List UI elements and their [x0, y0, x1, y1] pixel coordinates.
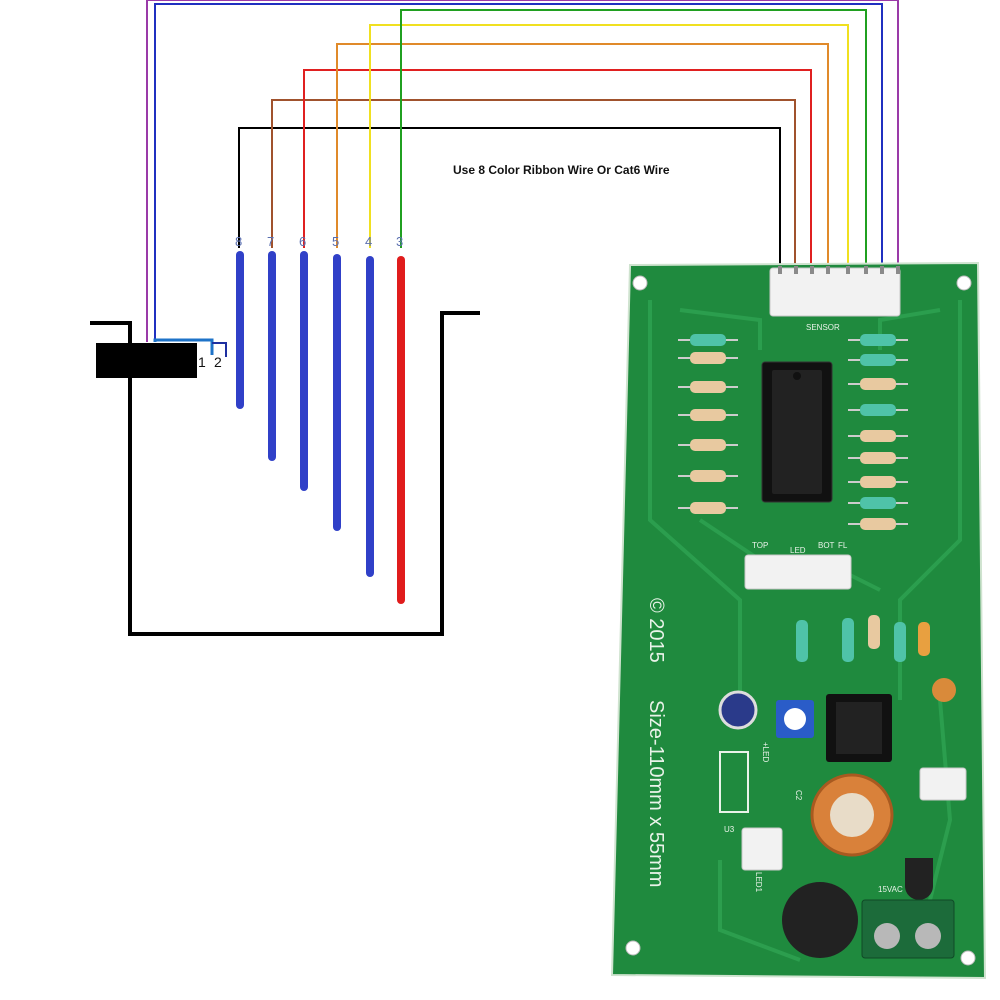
resistor	[848, 452, 908, 464]
ceramic-capacitor	[932, 678, 956, 702]
wire-orange	[336, 43, 829, 268]
probe-label-7: 7	[267, 234, 274, 249]
resistors-right	[848, 334, 908, 530]
resistor	[678, 439, 738, 451]
silk-led-connector: +LED	[761, 742, 770, 762]
float-label-1: 1	[198, 354, 206, 370]
probe-label-3: 3	[396, 234, 403, 249]
wire-green	[400, 9, 867, 268]
float-switch-body	[96, 343, 197, 378]
silk-c2: C2	[794, 790, 803, 801]
resistor	[848, 378, 908, 390]
probe-label-4: 4	[365, 234, 372, 249]
resistor	[848, 497, 908, 509]
connector-pins	[778, 266, 900, 274]
wire-purple	[146, 0, 899, 342]
probe-label-5: 5	[332, 234, 339, 249]
timer-ic	[836, 702, 882, 754]
wire-black	[238, 127, 781, 268]
resistor	[848, 430, 908, 442]
water-tank	[90, 311, 480, 636]
mount-hole-tl	[632, 275, 648, 291]
resistor	[678, 334, 738, 346]
resistor	[848, 334, 908, 346]
ribbon-wires	[146, 0, 899, 342]
float-switch-lead-2	[212, 342, 227, 357]
silk-fl: FL	[838, 541, 848, 550]
probe-label-8: 8	[235, 234, 242, 249]
regulator-u3	[719, 751, 749, 813]
silk-led1: LED1	[754, 872, 763, 893]
sensor-connector	[769, 267, 901, 317]
terminal-screw-1	[874, 923, 900, 949]
resistor	[848, 476, 908, 488]
trim-pot-knob	[784, 708, 806, 730]
resistor	[678, 381, 738, 393]
resistor	[678, 409, 738, 421]
silk-supply: 15VAC	[878, 885, 903, 894]
power-terminal-block	[861, 899, 955, 959]
ic-notch	[793, 372, 801, 380]
wire-blue	[154, 3, 883, 342]
float-label-2: 2	[214, 354, 222, 370]
output-connector	[744, 554, 852, 590]
resistor	[678, 470, 738, 482]
wire-yellow	[369, 24, 849, 268]
wiring-note: Use 8 Color Ribbon Wire Or Cat6 Wire	[453, 163, 670, 177]
probe-label-6: 6	[299, 234, 306, 249]
board-size: Size-110mm x 55mm	[645, 700, 667, 887]
silk-led: LED	[790, 546, 806, 555]
wire-brown	[271, 99, 796, 268]
power-led-connector	[919, 767, 967, 801]
float-switch-lead-1	[153, 338, 214, 355]
board-copyright: © 2015	[645, 598, 667, 663]
small-capacitor	[718, 690, 758, 730]
wire-red	[303, 69, 812, 268]
bridge-rectifier	[782, 882, 858, 958]
resistor	[848, 404, 908, 416]
ic-chip	[772, 370, 822, 494]
transistor	[905, 858, 933, 900]
main-capacitor-top	[830, 793, 874, 837]
probes	[236, 251, 405, 604]
led1-connector	[741, 827, 783, 871]
resistor	[678, 502, 738, 514]
tank-left-wall	[90, 311, 480, 636]
mount-hole-br	[960, 950, 976, 966]
silk-top: TOP	[752, 541, 768, 550]
vertical-components	[796, 615, 930, 662]
mount-hole-bl	[625, 940, 641, 956]
sensor-connector-label: SENSOR	[806, 323, 840, 332]
silk-bot: BOT	[818, 541, 835, 550]
terminal-screw-2	[915, 923, 941, 949]
mount-hole-tr	[956, 275, 972, 291]
silk-u3: U3	[724, 825, 735, 834]
pcb-board: SENSOR TOP LED	[610, 261, 987, 980]
resistor	[848, 354, 908, 366]
resistor	[678, 352, 738, 364]
resistors-left	[678, 334, 738, 514]
resistor	[848, 518, 908, 530]
